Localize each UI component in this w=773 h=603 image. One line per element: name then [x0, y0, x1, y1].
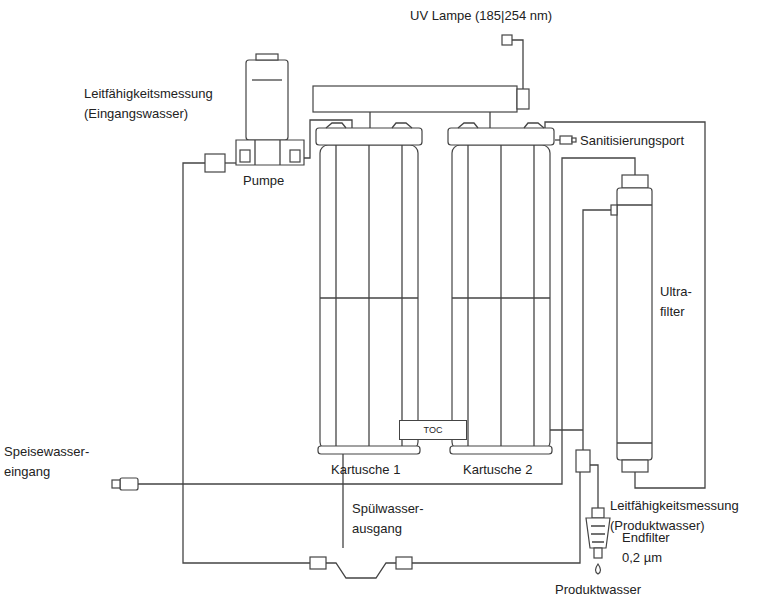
hose-coupling: [310, 557, 326, 569]
conductivity-sensor: [205, 154, 225, 172]
toc-analyzer: TOC: [399, 420, 467, 440]
part-label: Speisewasser- eingang: [4, 442, 104, 482]
hose-coupling: [396, 557, 412, 569]
cartridge: [448, 123, 554, 454]
cartridges: [316, 123, 554, 454]
sanitization-port: [560, 136, 576, 144]
part-label: Leitfähigkeitsmessung (Eingangswasser): [84, 84, 234, 124]
end-filter: [586, 508, 610, 574]
node-text: TOC: [424, 425, 443, 436]
pump: [236, 54, 304, 165]
part-label: Pumpe: [243, 171, 284, 191]
part-label: Endfilter 0,2 µm: [622, 528, 688, 568]
part-label: Produktwasser: [555, 580, 641, 600]
part-label: UV Lampe (185|254 nm): [410, 6, 552, 26]
ultrafilter: [611, 175, 652, 472]
part-label: Sanitisierungsport: [580, 131, 684, 151]
part-label: Kartusche 2: [463, 460, 532, 480]
feed-connector: [112, 478, 138, 490]
valve-block: [576, 450, 590, 472]
part-label: Spülwasser- ausgang: [352, 499, 442, 539]
uv-lamp: [313, 35, 529, 112]
part-label: Kartusche 1: [331, 460, 400, 480]
cartridge: [316, 123, 422, 454]
part-label: Ultra- filter: [660, 282, 700, 322]
